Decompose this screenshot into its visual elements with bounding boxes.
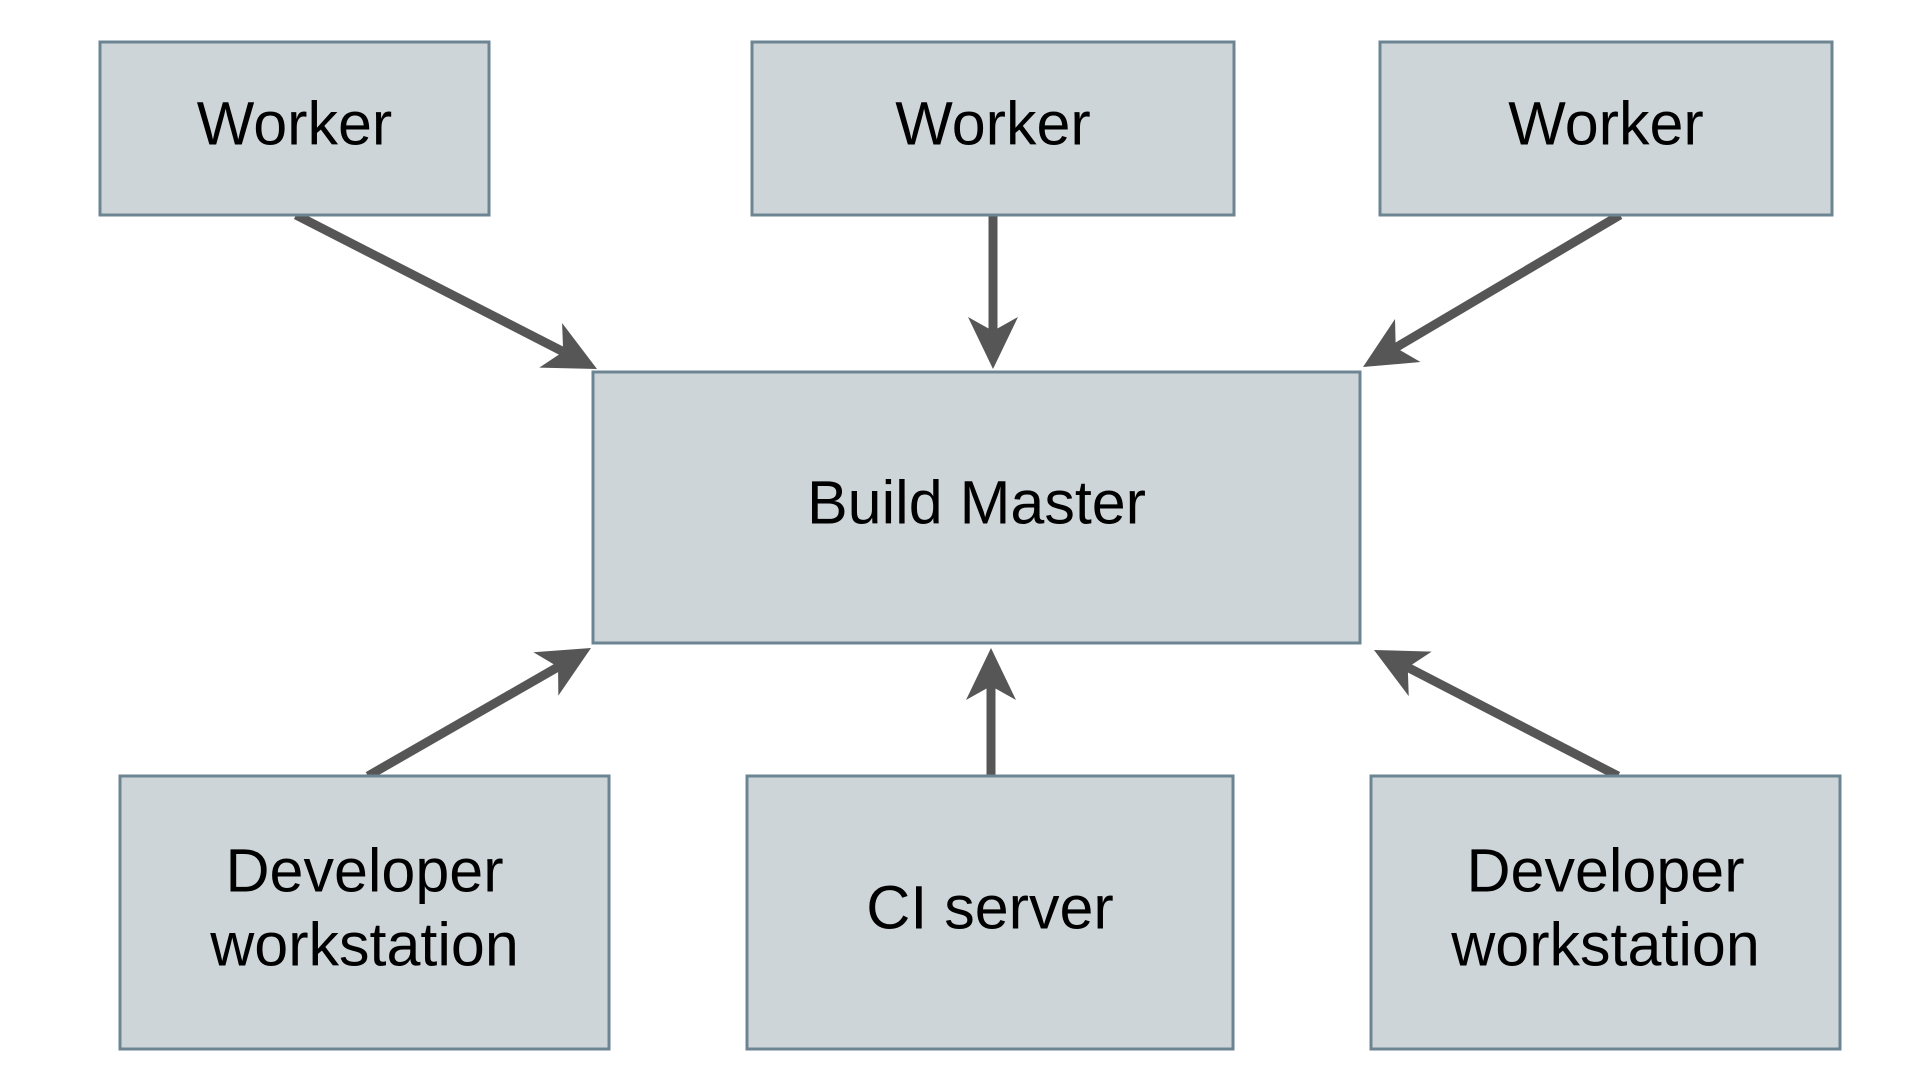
node-worker-2-box[interactable] <box>750 40 1236 217</box>
node-build-master-box[interactable] <box>591 370 1362 645</box>
edge-worker-1-to-build-master-shaft <box>293 210 566 356</box>
node-developer-workstation-left-box[interactable] <box>118 774 611 1051</box>
node-worker-3[interactable]: Worker <box>1378 40 1834 217</box>
edge-developer-workstation-left-to-build-master-shaft <box>365 663 561 780</box>
node-worker-1[interactable]: Worker <box>98 40 491 217</box>
node-developer-workstation-right-box[interactable] <box>1369 774 1842 1051</box>
node-build-master-label: Build Master <box>807 469 1146 537</box>
edge-worker-2-to-build-master <box>968 215 1018 369</box>
node-developer-workstation-right-label: Developer workstation <box>1450 836 1760 978</box>
edge-worker-3-to-build-master <box>1363 211 1623 367</box>
edge-worker-2-to-build-master-arrowhead-icon <box>968 317 1018 369</box>
node-ci-server[interactable]: CI server <box>745 774 1235 1051</box>
node-worker-1-label-line-1: Worker <box>197 90 392 158</box>
node-developer-workstation-right-label-line-1: Developer <box>1466 836 1744 904</box>
edge-ci-server-to-build-master <box>966 648 1016 776</box>
node-build-master[interactable]: Build Master <box>591 370 1362 645</box>
node-developer-workstation-left[interactable]: Developer workstation <box>118 774 611 1051</box>
edges-layer <box>293 210 1623 780</box>
node-developer-workstation-left-label: Developer workstation <box>209 836 519 978</box>
edge-developer-workstation-left-to-build-master <box>365 648 591 780</box>
edge-worker-1-to-build-master <box>293 210 597 369</box>
edge-worker-3-to-build-master-shaft <box>1393 211 1623 352</box>
node-worker-3-label-line-1: Worker <box>1508 90 1703 158</box>
node-worker-2[interactable]: Worker <box>750 40 1236 217</box>
edge-developer-workstation-right-to-build-master-shaft <box>1405 663 1621 780</box>
node-developer-workstation-left-label-line-1: Developer <box>225 836 503 904</box>
node-worker-1-box[interactable] <box>98 40 491 217</box>
node-worker-1-label: Worker <box>197 90 392 158</box>
edge-developer-workstation-right-to-build-master <box>1374 650 1621 780</box>
edge-worker-3-to-build-master-arrowhead-icon <box>1363 319 1421 367</box>
edge-worker-1-to-build-master-arrowhead-icon <box>539 323 597 369</box>
node-developer-workstation-left-label-line-2: workstation <box>209 911 519 979</box>
node-ci-server-label-line-1: CI server <box>866 874 1113 942</box>
edge-ci-server-to-build-master-arrowhead-icon <box>966 648 1016 700</box>
node-worker-2-label: Worker <box>895 90 1090 158</box>
node-build-master-label-line-1: Build Master <box>807 469 1146 537</box>
node-worker-3-label: Worker <box>1508 90 1703 158</box>
node-worker-2-label-line-1: Worker <box>895 90 1090 158</box>
edge-developer-workstation-right-to-build-master-arrowhead-icon <box>1374 650 1432 697</box>
node-developer-workstation-right[interactable]: Developer workstation <box>1369 774 1842 1051</box>
node-ci-server-label: CI server <box>866 874 1113 942</box>
node-ci-server-box[interactable] <box>745 774 1235 1051</box>
node-worker-3-box[interactable] <box>1378 40 1834 217</box>
node-developer-workstation-right-label-line-2: workstation <box>1450 911 1760 979</box>
edge-developer-workstation-left-to-build-master-arrowhead-icon <box>533 648 591 696</box>
